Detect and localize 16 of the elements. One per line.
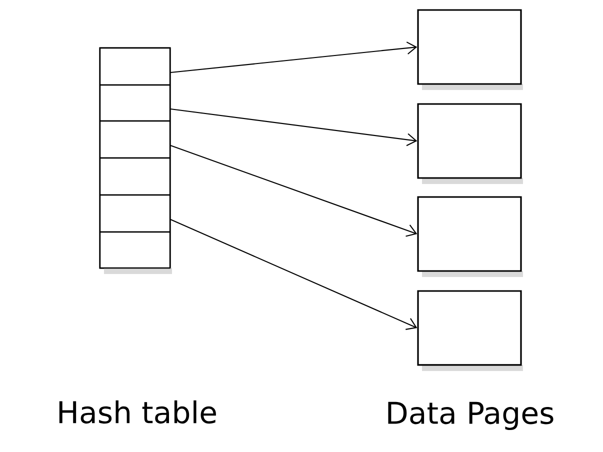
table-cell bbox=[99, 157, 171, 196]
table-cell bbox=[99, 194, 171, 233]
arrow bbox=[170, 144, 418, 237]
table-cell bbox=[99, 120, 171, 159]
table-cell bbox=[99, 47, 171, 86]
page-box bbox=[417, 290, 523, 371]
arrow bbox=[170, 108, 418, 146]
table-cell bbox=[99, 84, 171, 122]
page-label: Data Pages bbox=[388, 402, 554, 430]
arrow bbox=[170, 218, 418, 330]
arrow bbox=[170, 42, 418, 74]
page-box bbox=[417, 103, 523, 184]
table-label: Hash table bbox=[59, 400, 216, 424]
table-cell bbox=[99, 231, 171, 269]
page-box bbox=[417, 196, 523, 277]
page-box bbox=[417, 9, 523, 90]
